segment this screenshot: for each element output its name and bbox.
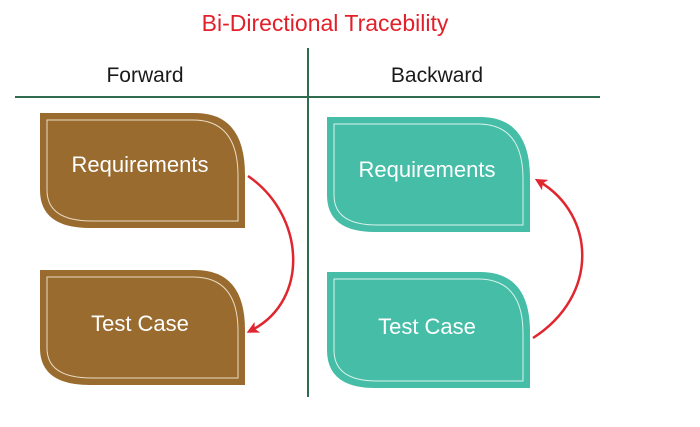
backward-requirements-label: Requirements bbox=[358, 157, 496, 182]
forward-heading: Forward bbox=[106, 64, 184, 87]
forward-arrow bbox=[246, 174, 295, 333]
forward-test-case-box bbox=[40, 270, 245, 385]
forward-requirements-label: Requirements bbox=[71, 152, 209, 177]
forward-requirements-box bbox=[40, 113, 245, 228]
forward-test-case-label: Test Case bbox=[91, 311, 189, 336]
backward-test-case-box bbox=[327, 272, 530, 388]
backward-heading: Backward bbox=[390, 64, 484, 87]
backward-arrow bbox=[532, 178, 584, 340]
diagram-title: Bi-Directional Tracebility bbox=[201, 10, 449, 36]
backward-requirements-box bbox=[327, 117, 530, 232]
backward-test-case-label: Test Case bbox=[378, 314, 476, 339]
